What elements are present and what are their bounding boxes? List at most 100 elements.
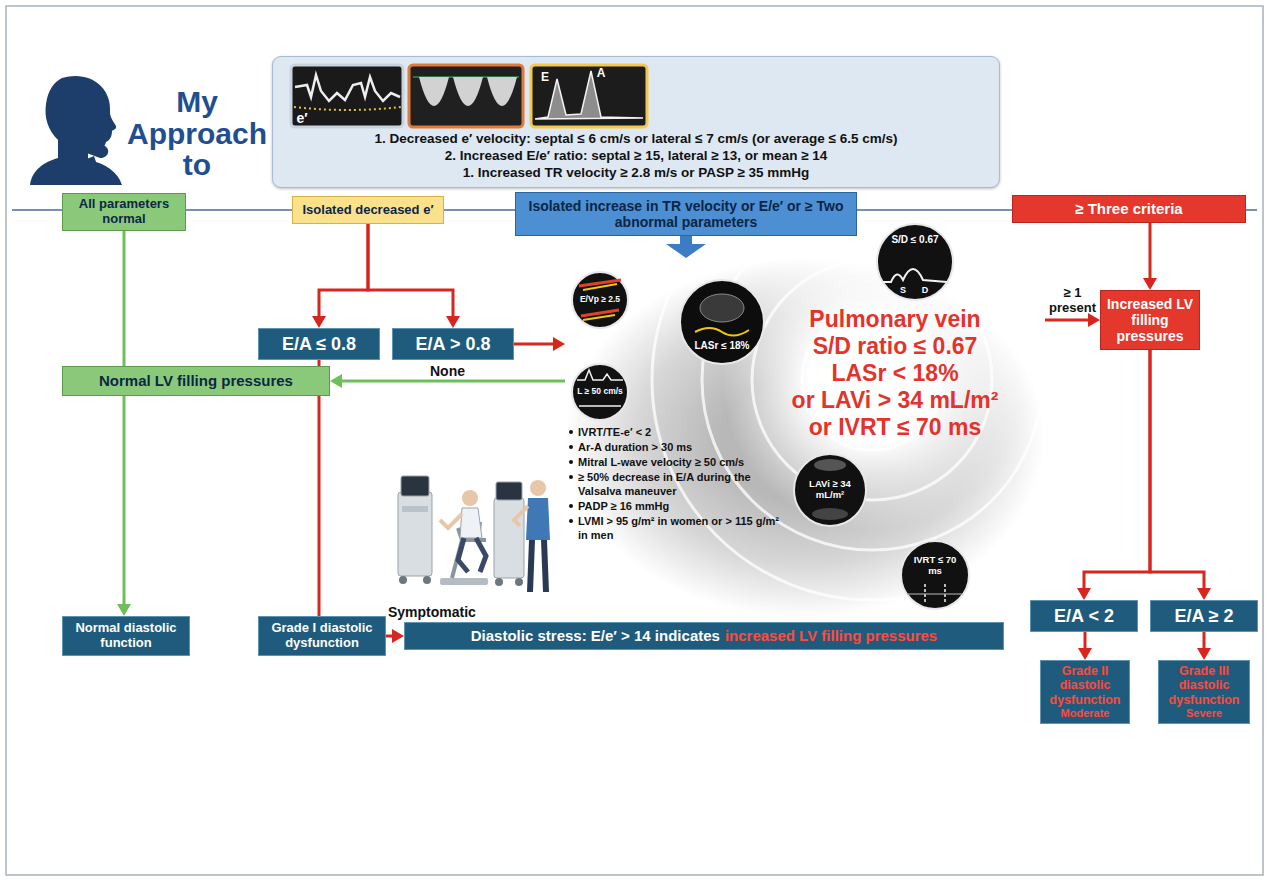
node-text: All parameters normal: [68, 197, 180, 227]
stress-box: Diastolic stress: E/e′ > 14 indicates inc…: [404, 622, 1004, 650]
forearm: [84, 156, 104, 185]
image-label: e′: [296, 110, 307, 126]
lavi-image: [794, 454, 866, 526]
patient-legs: [458, 538, 486, 572]
baseline: [907, 594, 963, 595]
person-head: [530, 480, 546, 496]
person-shirt: [526, 498, 550, 540]
result-box: Increased LV filling pressures: [1100, 290, 1200, 350]
connector: [319, 360, 320, 616]
image-label: IVRT ≤ 70 ms: [906, 555, 964, 577]
node-text: Grade I diastolic dysfunction: [264, 621, 380, 651]
tr-doppler-trace: [419, 77, 517, 106]
node-text: Normal diastolic function: [68, 621, 184, 651]
node-subtext: Moderate: [1061, 707, 1110, 720]
connector-line: [318, 360, 321, 616]
thinker-silhouette: [30, 76, 122, 185]
echo-screen: [401, 476, 429, 496]
connector: [1077, 350, 1150, 600]
criteria-bullet: ≥ 50% decrease in E/A during the Valsalv…: [568, 470, 783, 498]
pulmonary-vein-trace: [883, 269, 947, 282]
connector-line: [386, 635, 392, 638]
node-text: Isolated decreased e′: [302, 203, 433, 218]
branch-box: All parameters normal: [62, 193, 186, 231]
ratio-box: E/A ≥ 2: [1150, 600, 1258, 632]
baseline: [294, 107, 401, 110]
connector-line: [1045, 319, 1088, 322]
node-text: Grade II diastolic dysfunction: [1046, 664, 1124, 707]
concentric-rings: [652, 258, 1045, 600]
image-disc: [572, 364, 628, 420]
edge-label: None: [430, 363, 465, 379]
wheel: [495, 578, 503, 586]
arrowhead: [446, 316, 460, 328]
ring: [652, 258, 1045, 600]
branch-box: Isolated increase in TR velocity or E/e′…: [515, 192, 857, 236]
image-disc: [680, 280, 764, 364]
node-subtext: LASr < 18%: [831, 360, 958, 387]
arrowhead: [1197, 648, 1211, 660]
image-label: A: [597, 67, 606, 81]
grade-box: Normal diastolic function: [62, 616, 190, 656]
node-text: Diastolic stress: E/e′ > 14 indicates: [471, 627, 720, 644]
lasr-image: [680, 280, 764, 364]
frame: [6, 6, 1263, 875]
tissue-doppler-frame: [291, 65, 403, 127]
baseline: [579, 405, 621, 407]
person-legs: [530, 540, 546, 592]
grade-box: Grade II diastolic dysfunctionModerate: [1040, 660, 1130, 724]
criteria-panel: 1. Decreased e′ velocity: septal ≤ 6 cm/…: [272, 56, 1000, 188]
title: My Approach to: [122, 86, 272, 181]
echo-cart: [398, 492, 432, 576]
head-body: [30, 76, 122, 185]
branch-box: ≥ Three criteria: [1012, 195, 1246, 223]
arrowhead: [1143, 278, 1157, 290]
arrowhead: [117, 604, 131, 616]
person-arm: [514, 506, 528, 526]
node-text: Isolated increase in TR velocity or E/e′…: [521, 198, 851, 230]
arrowhead: [1197, 588, 1211, 600]
arrowhead: [1077, 588, 1091, 600]
bike-base: [440, 578, 488, 585]
connector-line: [342, 380, 565, 383]
connector: [1150, 350, 1211, 600]
connector: [1045, 313, 1100, 327]
criteria-bullet: LVMI > 95 g/m² in women or > 115 g/m² in…: [568, 514, 783, 542]
tr-doppler-frame: [409, 65, 523, 127]
strain-curve: [695, 328, 749, 336]
sd-image: [877, 224, 953, 300]
node-subtext: or IVRT ≤ 70 ms: [809, 414, 981, 441]
tissue-doppler-trace: [295, 75, 400, 101]
connector: [312, 224, 368, 328]
node-text: E/A ≤ 0.8: [282, 334, 356, 355]
image-disc: [901, 541, 969, 609]
patient-head: [462, 490, 478, 506]
echo-screen: [496, 482, 522, 500]
arrowhead: [330, 374, 342, 388]
connector-line: [319, 224, 368, 316]
criteria-bullet: Mitral L-wave velocity ≥ 50 cm/s: [568, 455, 783, 469]
grade-box: Grade I diastolic dysfunction: [258, 616, 386, 656]
hand: [83, 140, 109, 158]
node-subtext: increased LV filling pressures: [725, 627, 937, 644]
evp-image: [572, 272, 628, 328]
node-text: E/A > 0.8: [416, 334, 491, 355]
keyboard: [402, 506, 428, 512]
connector: [514, 337, 565, 351]
connector-line: [680, 236, 692, 244]
connector: [1197, 632, 1211, 660]
node-subtext: or LAVi > 34 mL/m²: [792, 387, 999, 414]
image-label: LAVi ≥ 34 mL/m²: [801, 479, 859, 501]
sonographer-arm: [440, 514, 462, 528]
arrowhead: [312, 316, 326, 328]
ivrt-image: [901, 541, 969, 609]
wheel: [399, 576, 407, 584]
arrowhead: [553, 337, 565, 351]
grade-box: Grade III diastolic dysfunctionSevere: [1158, 660, 1250, 724]
mitral-trace: [577, 370, 623, 380]
node-subtext: Severe: [1186, 707, 1222, 720]
mitral-inflow-frame: [531, 65, 647, 127]
arrowhead: [1088, 313, 1100, 327]
connector-line: [1203, 632, 1206, 648]
image-disc: [877, 224, 953, 300]
